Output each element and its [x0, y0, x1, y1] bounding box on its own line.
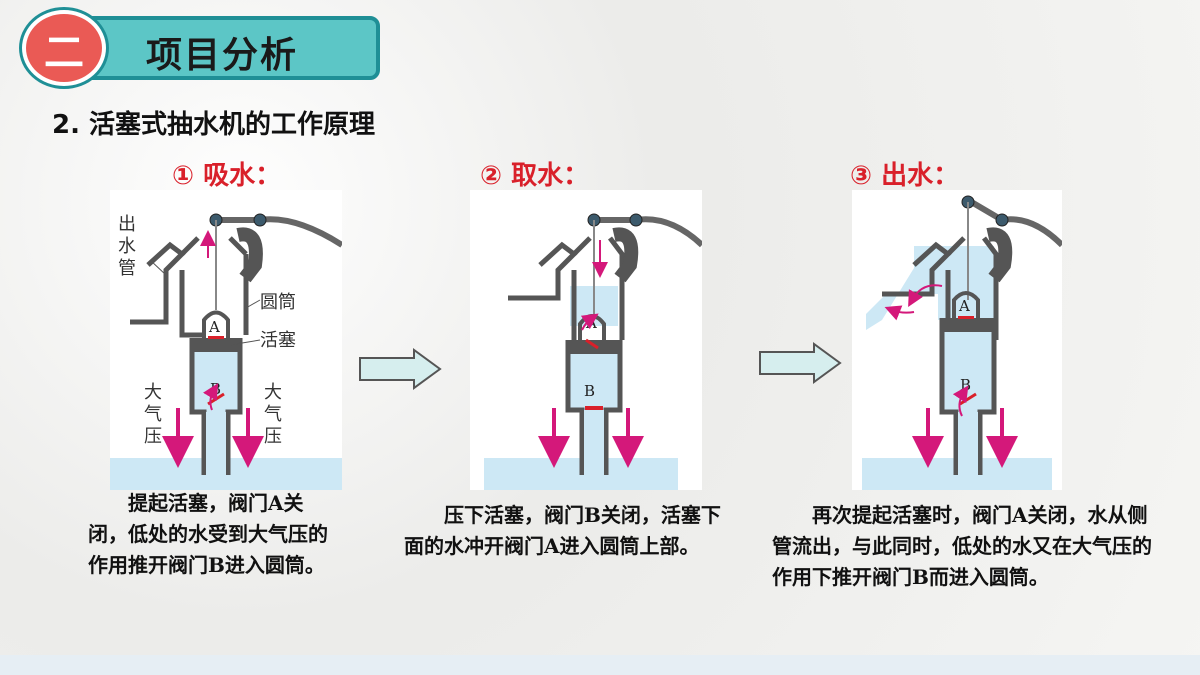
header-title: 项目分析: [146, 35, 299, 76]
step-1-diagram: A B 出 水 管 圆筒 活塞 大 气 压 大 气 压: [110, 190, 344, 490]
outlet-label-1: 出: [118, 214, 136, 235]
bottom-strip: [0, 655, 1200, 675]
step-2-description: 压下活塞，阀门B关闭，活塞下面的水冲开阀门A进入圆筒上部。: [404, 503, 721, 558]
lower-cylinder: [189, 338, 243, 475]
step-1-label: ① 吸水：: [172, 161, 282, 191]
atm-left-1: 大: [144, 382, 162, 403]
cylinder-water: [192, 352, 240, 412]
valve-b-label: B: [960, 376, 971, 394]
header-badge: [22, 10, 106, 86]
section-title: 2. 活塞式抽水机的工作原理: [52, 110, 376, 140]
section-header: 项目分析 二: [18, 6, 384, 86]
valve-b: [585, 406, 603, 410]
lower-cylinder: [565, 340, 623, 475]
atm-right-2: 气: [264, 404, 282, 425]
outlet-pipe: [130, 241, 186, 325]
atm-right-3: 压: [264, 426, 282, 447]
atm-left-2: 气: [144, 404, 162, 425]
transition-arrow-2: [759, 342, 842, 384]
atm-right-1: 大: [264, 382, 282, 403]
piston-label: 活塞: [260, 330, 296, 351]
header-number: 二: [44, 30, 84, 76]
handle-lever: [236, 227, 263, 283]
valve-a-label: A: [958, 297, 970, 315]
valve-b-label: B: [584, 382, 595, 400]
lower-cylinder: [939, 318, 997, 475]
piston: [940, 318, 994, 332]
header-bar: [70, 16, 380, 80]
transition-arrow-1: [359, 348, 442, 390]
valve-a-arch: [952, 291, 980, 318]
valve-a-label: A: [208, 318, 220, 336]
step-3-diagram: A B: [852, 190, 1065, 490]
outlet-pipe: [508, 241, 578, 301]
step-3-description: 再次提起活塞时，阀门A关闭，水从侧管流出，与此同时，低处的水又在大气压的作用下推…: [772, 503, 1152, 589]
outlet-pipe: [882, 241, 952, 297]
step-2-pump-svg: A B: [484, 213, 705, 490]
outlet-label-3: 管: [118, 258, 136, 279]
step-1-description: 提起活塞，阀门A关闭，低处的水受到大气压的作用推开阀门B进入圆筒。: [88, 491, 328, 577]
step-1-pump-svg: A B 出 水 管 圆筒 活塞 大 气 压 大 气 压: [110, 213, 344, 490]
valve-a-arch: [202, 310, 230, 338]
step-2-diagram: A B: [470, 190, 705, 490]
step-3-label: ③ 出水：: [850, 161, 960, 191]
piston: [190, 338, 242, 352]
cylinder-water: [568, 354, 620, 410]
cylinder-label: 圆筒: [260, 292, 296, 313]
step-2-label: ② 取水：: [480, 161, 590, 191]
pump-handle: [966, 197, 1065, 248]
step-3-pump-svg: A B: [862, 195, 1065, 490]
outlet-label-2: 水: [118, 236, 136, 257]
atm-left-3: 压: [144, 426, 162, 447]
